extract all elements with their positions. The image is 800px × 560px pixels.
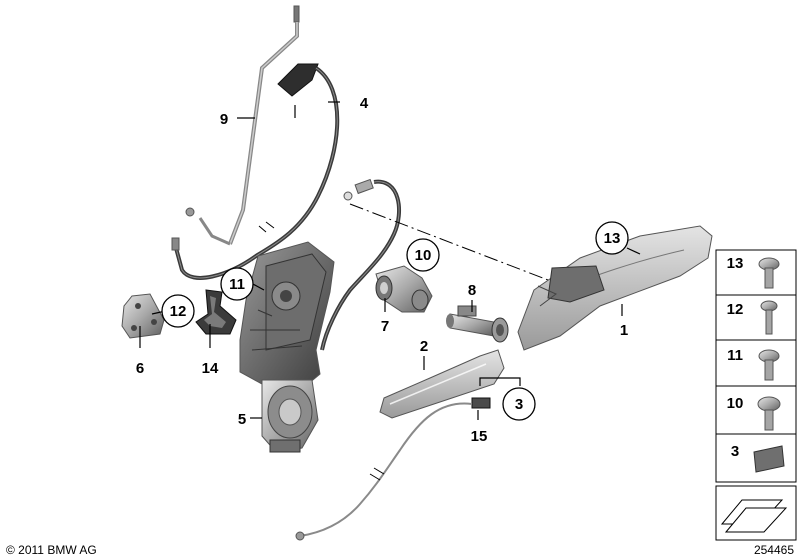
svg-text:5: 5 — [238, 411, 246, 428]
leader-lines — [139, 101, 641, 420]
callout-8: 8 — [468, 282, 476, 299]
callout-4: 4 — [360, 95, 369, 112]
bracket-part-6 — [121, 293, 165, 339]
svg-text:12: 12 — [727, 301, 744, 318]
side-item-12: 12 — [727, 300, 778, 335]
lock-cylinder-part-7 — [375, 265, 433, 313]
assembly-line — [349, 203, 549, 281]
svg-text:9: 9 — [220, 111, 228, 128]
diagram-number: 254465 — [754, 543, 794, 557]
callout-14: 14 — [202, 360, 219, 377]
svg-text:11: 11 — [727, 347, 743, 364]
callout-10: 10 — [406, 238, 440, 272]
callout-9: 9 — [220, 111, 228, 128]
svg-text:15: 15 — [471, 428, 488, 445]
svg-text:11: 11 — [229, 276, 245, 293]
callout-3: 3 — [502, 387, 536, 421]
svg-text:1: 1 — [620, 322, 628, 339]
svg-text:6: 6 — [136, 360, 144, 377]
door-handle-part-1 — [517, 225, 713, 351]
svg-text:7: 7 — [381, 318, 389, 335]
callout-13: 13 — [595, 221, 629, 255]
svg-text:8: 8 — [468, 282, 476, 299]
door-lock-part-5 — [239, 241, 335, 453]
svg-text:2: 2 — [420, 338, 428, 355]
cover-cap-part-2 — [379, 349, 505, 419]
svg-text:12: 12 — [170, 303, 187, 320]
copyright-text: © 2011 BMW AG — [6, 543, 97, 557]
rod-part-9 — [185, 5, 300, 246]
callout-7: 7 — [381, 318, 389, 335]
side-item-13: 13 — [727, 255, 780, 289]
callout-11: 11 — [220, 267, 254, 301]
clip-part-14 — [195, 289, 237, 335]
sensor-part-15 — [295, 397, 491, 541]
callout-6: 6 — [136, 360, 144, 377]
cable-part-4 — [171, 63, 340, 280]
callout-1: 1 — [620, 322, 628, 339]
callout-12: 12 — [161, 294, 195, 328]
svg-text:3: 3 — [731, 443, 739, 460]
callout-2: 2 — [420, 338, 428, 355]
side-item-11: 11 — [727, 347, 780, 381]
callout-15: 15 — [471, 428, 488, 445]
arrow-icon — [715, 485, 797, 541]
handle-cable — [320, 178, 402, 351]
svg-text:4: 4 — [360, 95, 369, 112]
cylinder-part-8 — [446, 305, 509, 343]
side-item-10: 10 — [727, 395, 781, 431]
svg-text:13: 13 — [727, 255, 744, 272]
svg-text:14: 14 — [202, 360, 219, 377]
svg-text:13: 13 — [604, 230, 621, 247]
side-item-3: 3 — [731, 443, 785, 473]
callout-5: 5 — [238, 411, 246, 428]
svg-text:10: 10 — [727, 395, 744, 412]
side-panel: 13 12 11 10 3 — [715, 249, 797, 483]
svg-text:10: 10 — [415, 247, 432, 264]
svg-text:3: 3 — [515, 396, 523, 413]
